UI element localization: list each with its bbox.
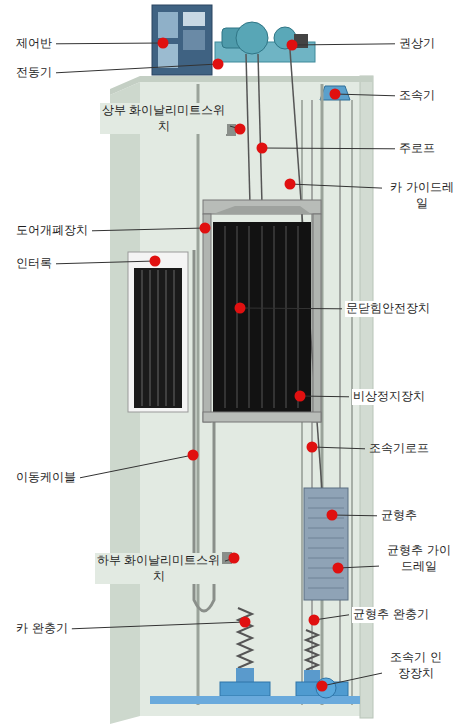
counterweight-buffer	[306, 630, 318, 670]
leader-line	[292, 44, 395, 45]
leader-line	[240, 308, 342, 310]
part-label: 조속기로프	[368, 441, 430, 457]
leader-line	[56, 43, 163, 45]
landing-door-frame	[128, 252, 188, 412]
leader-line	[56, 261, 155, 264]
part-label: 전동기	[15, 65, 53, 81]
car-frame	[313, 214, 321, 422]
callout-dot	[240, 617, 251, 628]
callout-dot	[235, 303, 246, 314]
leader-line	[300, 396, 349, 398]
callout-dot	[285, 179, 296, 190]
buffer-base	[236, 668, 254, 682]
callout-dot	[158, 38, 169, 49]
leader-line	[290, 184, 382, 188]
part-label: 비상정지장치	[352, 389, 426, 405]
car-frame	[203, 214, 211, 422]
callout-dot	[229, 553, 240, 564]
panel-part	[183, 12, 205, 26]
leader-line	[92, 228, 205, 231]
leader-line	[335, 94, 395, 96]
part-label: 권상기	[398, 36, 436, 52]
counterweight-plates	[308, 498, 344, 588]
car-door	[213, 222, 311, 412]
counterweight	[304, 488, 348, 600]
landing-door	[134, 268, 182, 408]
leader-line	[338, 566, 379, 568]
door-operator	[213, 206, 311, 214]
part-label: 조속기 인장장치	[385, 650, 447, 681]
callout-dot	[333, 563, 344, 574]
panel-part	[158, 12, 178, 38]
car-crosshead	[203, 200, 321, 214]
part-label: 하부 화이날리미트스위치	[95, 553, 222, 584]
callout-dot	[309, 615, 320, 626]
car-buffer	[238, 608, 252, 668]
main-rope	[258, 54, 262, 205]
leader-line	[332, 515, 377, 517]
callout-dot	[150, 256, 161, 267]
main-rope	[246, 54, 250, 205]
part-label: 균형추	[380, 508, 418, 524]
leader-line	[72, 622, 245, 629]
landing-door-lines	[142, 270, 174, 406]
part-label: 균형추 완충기	[352, 607, 430, 623]
callout-dot	[213, 59, 224, 70]
governor	[320, 86, 350, 100]
part-label: 제어반	[15, 36, 53, 52]
car-bottom	[203, 412, 321, 422]
pit-beam	[220, 682, 270, 696]
buffer-base	[304, 670, 320, 682]
part-label: 도어개폐장치	[15, 223, 89, 239]
callout-dot	[295, 391, 306, 402]
part-label: 카 완충기	[15, 621, 69, 637]
sheave	[236, 22, 268, 54]
tension-sheave	[316, 678, 336, 698]
part-label: 조속기	[398, 88, 436, 104]
callout-dot	[200, 223, 211, 234]
leader-line	[262, 148, 395, 150]
part-label: 카 가이드레일	[385, 180, 459, 211]
car-door-lines	[225, 226, 298, 408]
callout-dot	[257, 143, 268, 154]
callout-dot	[307, 442, 318, 453]
leader-line	[322, 673, 382, 686]
leader-line	[80, 455, 193, 478]
panel-part	[183, 30, 205, 50]
part-label: 이동케이블	[15, 470, 77, 486]
leader-line	[56, 64, 218, 73]
limit-switch	[226, 124, 236, 136]
callout-dot	[188, 450, 199, 461]
callout-dot	[327, 510, 338, 521]
part-label: 문닫힘안전장치	[345, 301, 431, 317]
part-label: 상부 화이날리미트스위치	[100, 103, 227, 134]
part-label: 주로프	[398, 141, 436, 157]
callout-dot	[235, 124, 246, 135]
leader-line	[312, 447, 365, 449]
callout-dot	[317, 681, 328, 692]
callout-dot	[287, 40, 298, 51]
part-label: 균형추 가이드레일	[382, 543, 456, 574]
callout-dot	[330, 89, 341, 100]
car-guide-rail	[197, 84, 200, 705]
part-label: 인터록	[15, 256, 53, 272]
